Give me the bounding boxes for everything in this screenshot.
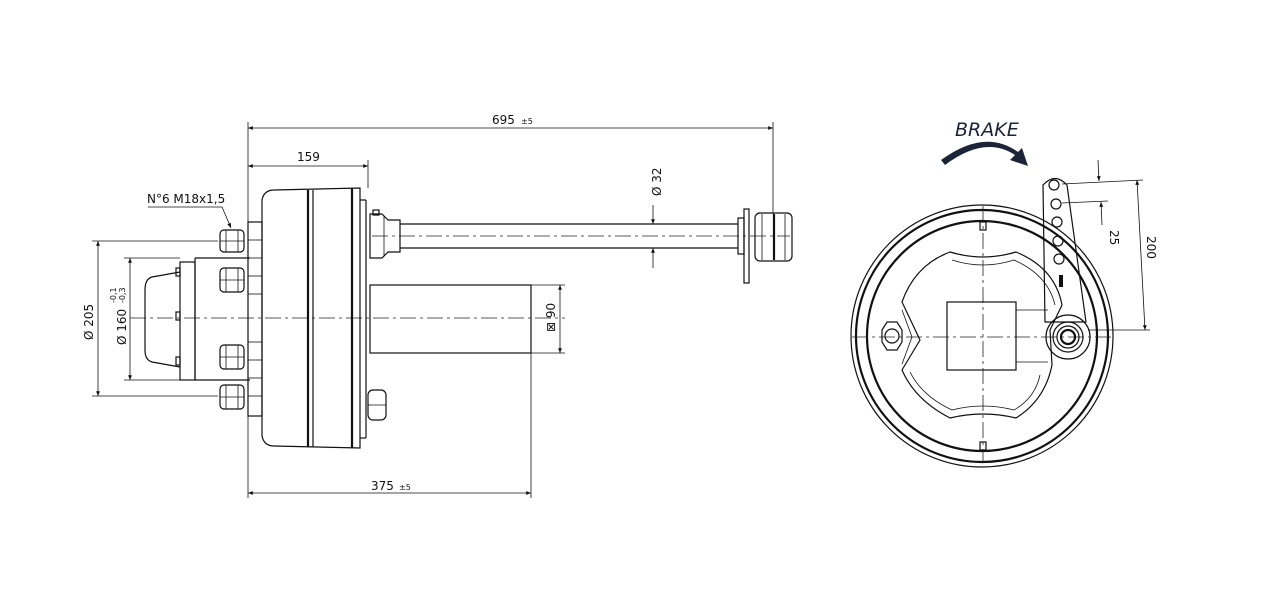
dimension-hub-length: 159 xyxy=(248,150,368,168)
overall-length-label: 695 xyxy=(492,113,515,127)
dimension-lever-length: 200 xyxy=(1088,179,1158,331)
spigot-tolerance-lower: -0,3 xyxy=(118,287,127,303)
brake-direction-label: BRAKE xyxy=(955,119,1019,141)
dimension-bolt-circle: Ø 205 xyxy=(82,240,218,397)
brake-drum xyxy=(261,187,367,449)
bolt-spec-label: N°6 M18x1,5 xyxy=(147,192,225,206)
end-view: BRAKE xyxy=(850,119,1158,468)
bolt-circle-label: Ø 205 xyxy=(82,304,96,340)
wheel-bolts xyxy=(219,229,387,421)
beam-length-tolerance: ±5 xyxy=(399,483,411,492)
dimension-spigot: Ø 160 -0,1 -0,3 xyxy=(109,257,180,381)
beam-length-label: 375 xyxy=(371,479,394,493)
dimension-overall-length: 695 ±5 xyxy=(248,113,773,130)
dimension-beam-length: 375 ±5 xyxy=(248,479,531,495)
spigot-diameter-label: Ø 160 xyxy=(115,309,129,345)
overall-length-tolerance: ±5 xyxy=(521,117,533,126)
shaft-diameter-label: Ø 32 xyxy=(650,167,664,196)
hub-length-label: 159 xyxy=(297,150,320,164)
bolt-spec-callout: N°6 M18x1,5 xyxy=(147,192,232,229)
brake-direction-arrow-icon xyxy=(941,141,1028,166)
hub-cap xyxy=(144,257,250,381)
hub-flange xyxy=(247,221,263,417)
hole-pitch-label: 25 xyxy=(1107,230,1121,245)
dimension-hole-pitch: 25 xyxy=(1061,159,1144,245)
beam-square-label: ⊠ 90 xyxy=(544,303,558,332)
brake-shaft: Ø 32 xyxy=(369,167,793,284)
brake-lever xyxy=(1042,177,1091,360)
axle-beam: ⊠ 90 xyxy=(369,284,565,354)
side-view: 695 ±5 159 375 ±5 xyxy=(82,113,793,498)
lever-length-label: 200 xyxy=(1144,236,1158,259)
spigot-tolerance-upper: -0,1 xyxy=(109,287,118,303)
